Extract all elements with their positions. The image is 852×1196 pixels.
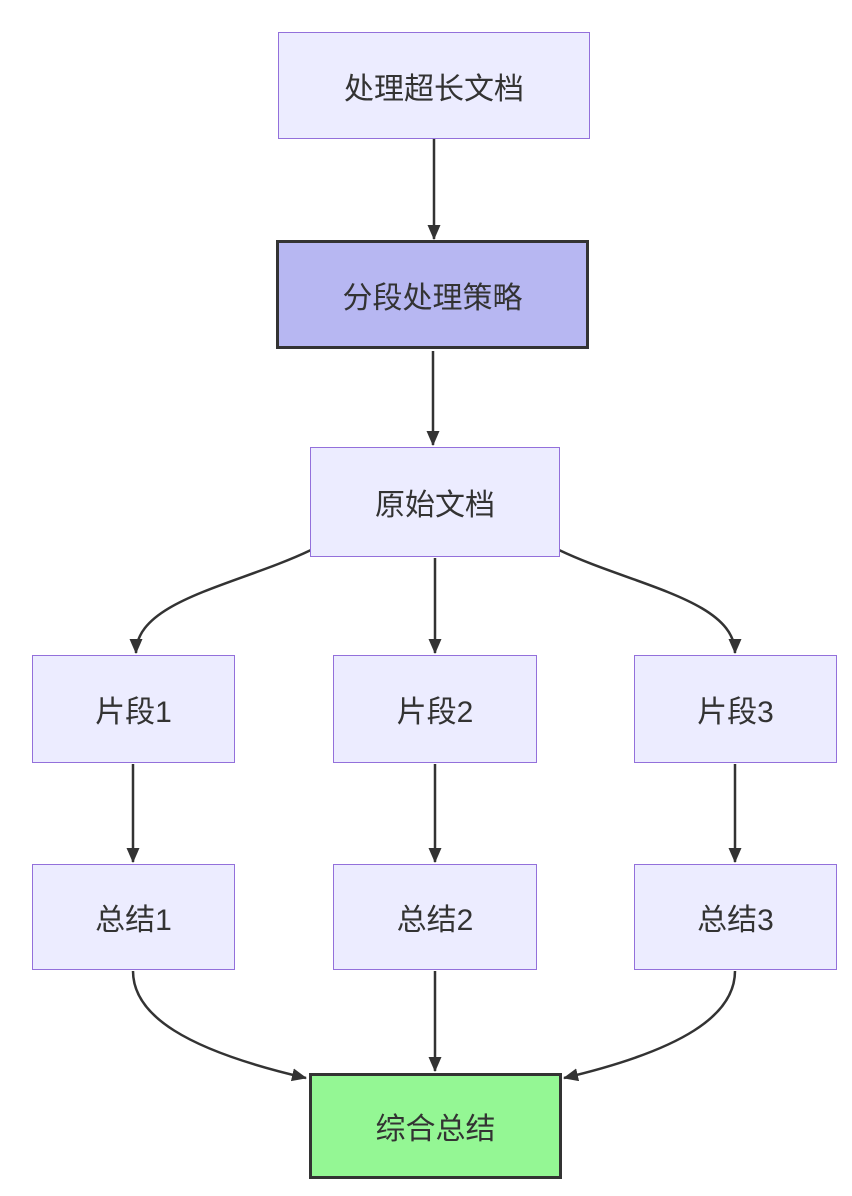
node-fragment-1: 片段1 [32, 655, 235, 763]
node-label: 原始文档 [375, 489, 495, 522]
node-label: 总结3 [697, 904, 774, 937]
edge-summary-3-to-combined [563, 970, 737, 1082]
node-original-document: 原始文档 [310, 447, 560, 557]
node-summary-2: 总结2 [333, 864, 537, 970]
edge-original-to-fragment-1 [129, 548, 312, 654]
node-label: 片段2 [396, 696, 474, 729]
node-label: 处理超长文档 [344, 72, 524, 106]
edge-original-to-fragment-3 [558, 548, 742, 654]
node-label: 总结2 [396, 904, 474, 937]
node-label: 综合总结 [375, 1113, 496, 1146]
node-label: 片段3 [697, 696, 774, 729]
node-combined-summary: 综合总结 [309, 1073, 562, 1179]
node-fragment-3: 片段3 [634, 655, 837, 763]
edge-summary-1-to-combined [131, 970, 307, 1082]
node-segmentation-strategy: 分段处理策略 [276, 240, 589, 349]
node-fragment-2: 片段2 [333, 655, 537, 763]
node-label: 分段处理策略 [342, 281, 523, 315]
node-process-long-document: 处理超长文档 [278, 32, 590, 139]
node-summary-1: 总结1 [32, 864, 235, 970]
node-summary-3: 总结3 [634, 864, 837, 970]
node-label: 总结1 [95, 904, 172, 937]
node-label: 片段1 [95, 696, 172, 729]
